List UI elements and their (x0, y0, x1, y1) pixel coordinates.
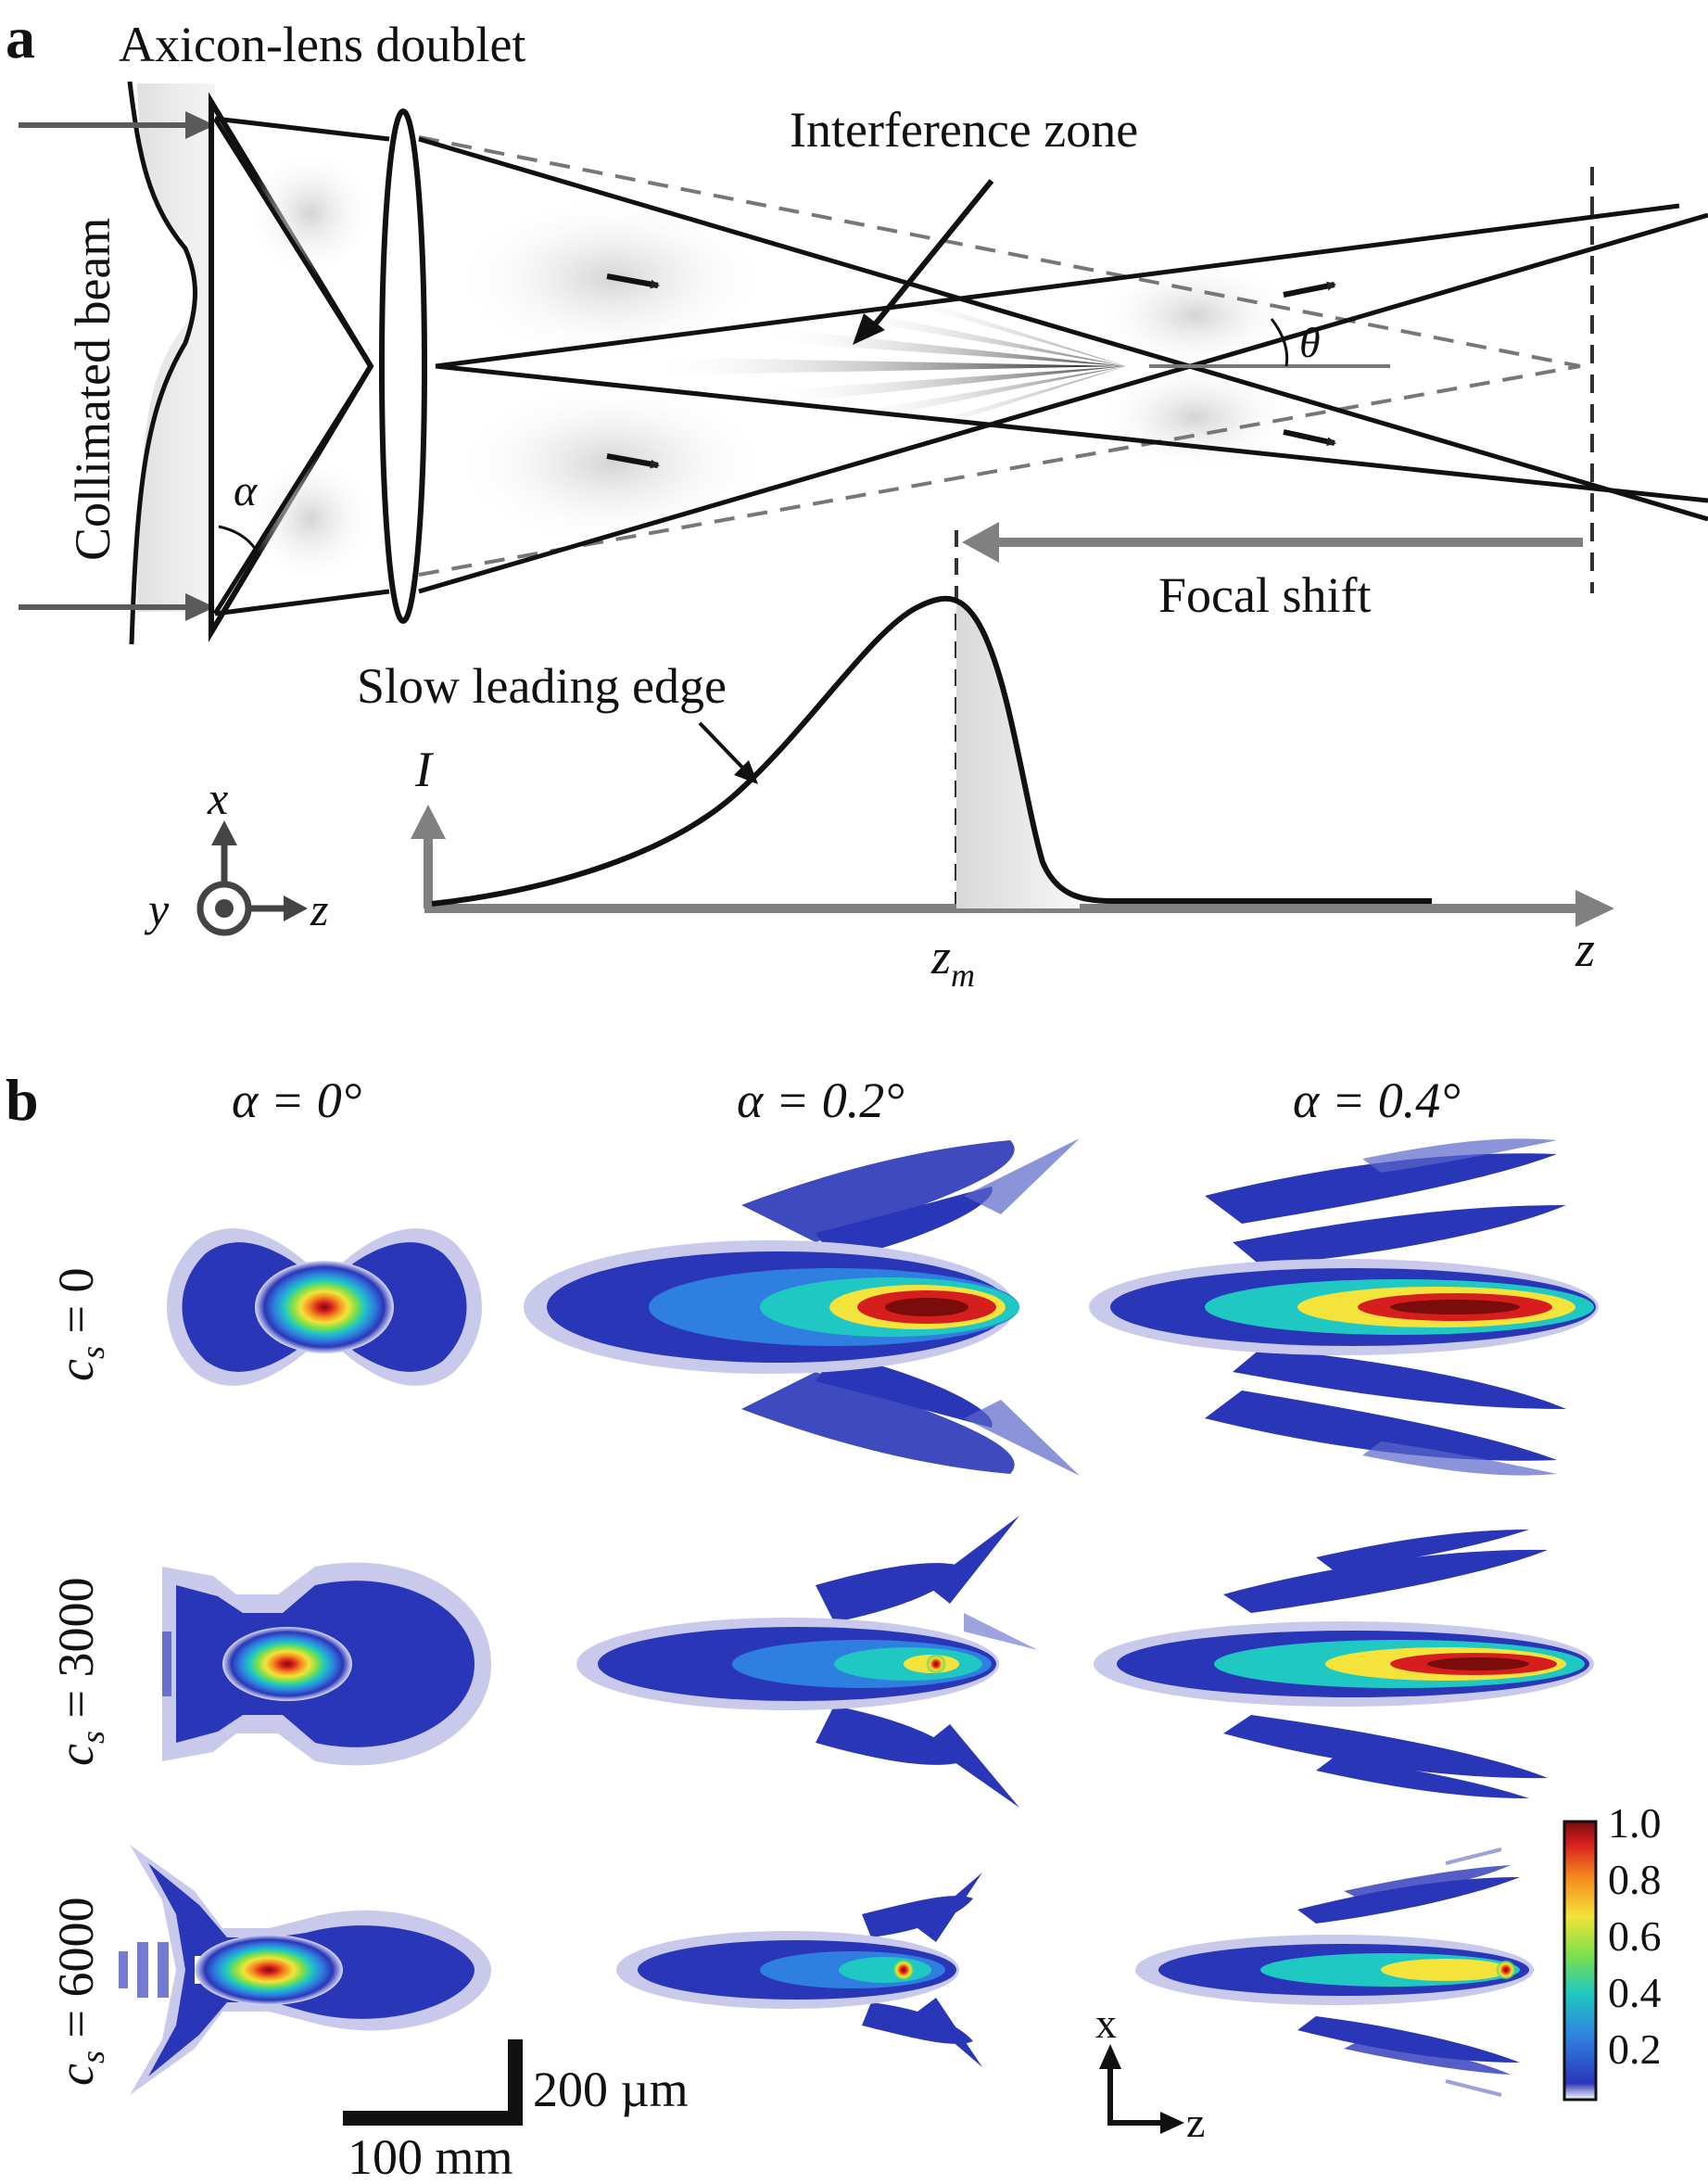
input-arrowhead-top (185, 111, 215, 139)
panel-b: b α = 0° α = 0.2° α = 0.4° cs = 0 cs = 3… (6, 1067, 1662, 2184)
beam-label: Collimated beam (65, 218, 120, 561)
colorbar-tick-1: 1.0 (1608, 1799, 1662, 1847)
scalebar-vertical-label: 200 µm (533, 2062, 689, 2117)
focal-shift-arrowhead (962, 522, 999, 563)
beam-profile-fill (137, 83, 215, 612)
flow-arrow-1 (606, 273, 660, 289)
focal-shift-label: Focal shift (1158, 567, 1371, 623)
interference-label: Interference zone (790, 102, 1138, 158)
theta-label: θ (1299, 319, 1321, 366)
intensity-axis-label: I (414, 742, 435, 797)
input-arrowhead-bottom (185, 593, 215, 621)
spot-r1-c2 (524, 1138, 1080, 1476)
ray-4 (418, 212, 1708, 594)
intensity-curve (431, 595, 1432, 907)
coord-z-label: z (310, 883, 328, 935)
beam-profile-curve (127, 81, 197, 645)
flow-arrow-4 (1283, 429, 1336, 447)
colorbar-tick-4: 0.4 (1608, 1969, 1662, 2016)
dashed-ray-top (418, 135, 1581, 368)
shade-blob-2 (246, 454, 375, 584)
dashed-ray-bottom (418, 364, 1581, 577)
axes-x-label: x (1095, 2000, 1117, 2047)
spot-r2-c2 (576, 1516, 1038, 1808)
shade-blob-1 (246, 148, 375, 278)
scalebar-horizontal-label: 100 mm (348, 2129, 513, 2184)
spot-r2-c3 (1094, 1530, 1594, 1798)
doublet-label: Axicon-lens doublet (119, 17, 525, 72)
row-header-2: cs = 3000 (48, 1578, 111, 1766)
interference-pointer (868, 179, 994, 331)
interference-pointer-head (853, 313, 885, 345)
xz-axes: x z (1095, 2000, 1205, 2146)
alpha-arc (218, 525, 261, 557)
row-header-3: cs = 6000 (48, 1898, 111, 2086)
ray-3 (418, 136, 1708, 522)
col-header-3: α = 0.4° (1293, 1073, 1461, 1128)
scale-bars: 200 µm 100 mm (343, 2039, 689, 2184)
leading-edge-pointer-head (734, 760, 758, 784)
ray-6 (435, 203, 1680, 369)
spot-r3-c3 (1135, 1848, 1534, 2097)
zm-label: zm (930, 929, 975, 994)
spot-r2-c1 (162, 1562, 491, 1766)
coord-y-label: y (144, 883, 170, 935)
col-header-1: α = 0° (232, 1073, 361, 1128)
ray-8 (212, 364, 373, 616)
col-header-2: α = 0.2° (737, 1073, 905, 1128)
shade-zone-3 (1094, 260, 1297, 371)
row-header-1: cs = 0 (48, 1268, 111, 1381)
z-axis-arrowhead (1575, 890, 1614, 927)
axes-z-label: z (1186, 2099, 1205, 2146)
interference-fringes (649, 290, 1126, 442)
theta-arc (1270, 318, 1289, 367)
flow-arrow-2 (606, 453, 660, 469)
coordinate-triad: x y z (144, 772, 328, 936)
leading-edge-pointer (698, 721, 748, 773)
colorbar-tick-3: 0.6 (1608, 1912, 1662, 1960)
spot-r3-c2 (616, 1873, 982, 2067)
panel-a-letter: a (6, 5, 35, 70)
panel-b-letter: b (6, 1067, 39, 1133)
ray-7 (212, 117, 373, 368)
spot-r1-c3 (1089, 1138, 1599, 1476)
ray-5 (435, 363, 1708, 503)
shade-zone-2 (454, 380, 769, 547)
flow-arrow-3 (1283, 281, 1336, 298)
colorbar-tick-5: 0.2 (1608, 2025, 1662, 2073)
panel-a: a Axicon-lens doublet Collimated beam α (6, 5, 1708, 994)
intensity-axis-arrowhead (411, 805, 446, 839)
coord-x-label: x (207, 772, 228, 824)
spot-r1-c1 (167, 1228, 482, 1386)
colorbar-gradient (1563, 1820, 1598, 2101)
colorbar-tick-2: 0.8 (1608, 1856, 1662, 1903)
ray-1 (214, 116, 390, 142)
leading-edge-label: Slow leading edge (357, 658, 727, 714)
lens (379, 108, 427, 624)
ray-2 (214, 589, 390, 616)
alpha-label: α (234, 466, 258, 515)
colorbar: 1.0 0.8 0.6 0.4 0.2 (1563, 1799, 1662, 2101)
z-axis-label: z (1575, 921, 1595, 977)
spot-r3-c1 (119, 1845, 491, 2095)
